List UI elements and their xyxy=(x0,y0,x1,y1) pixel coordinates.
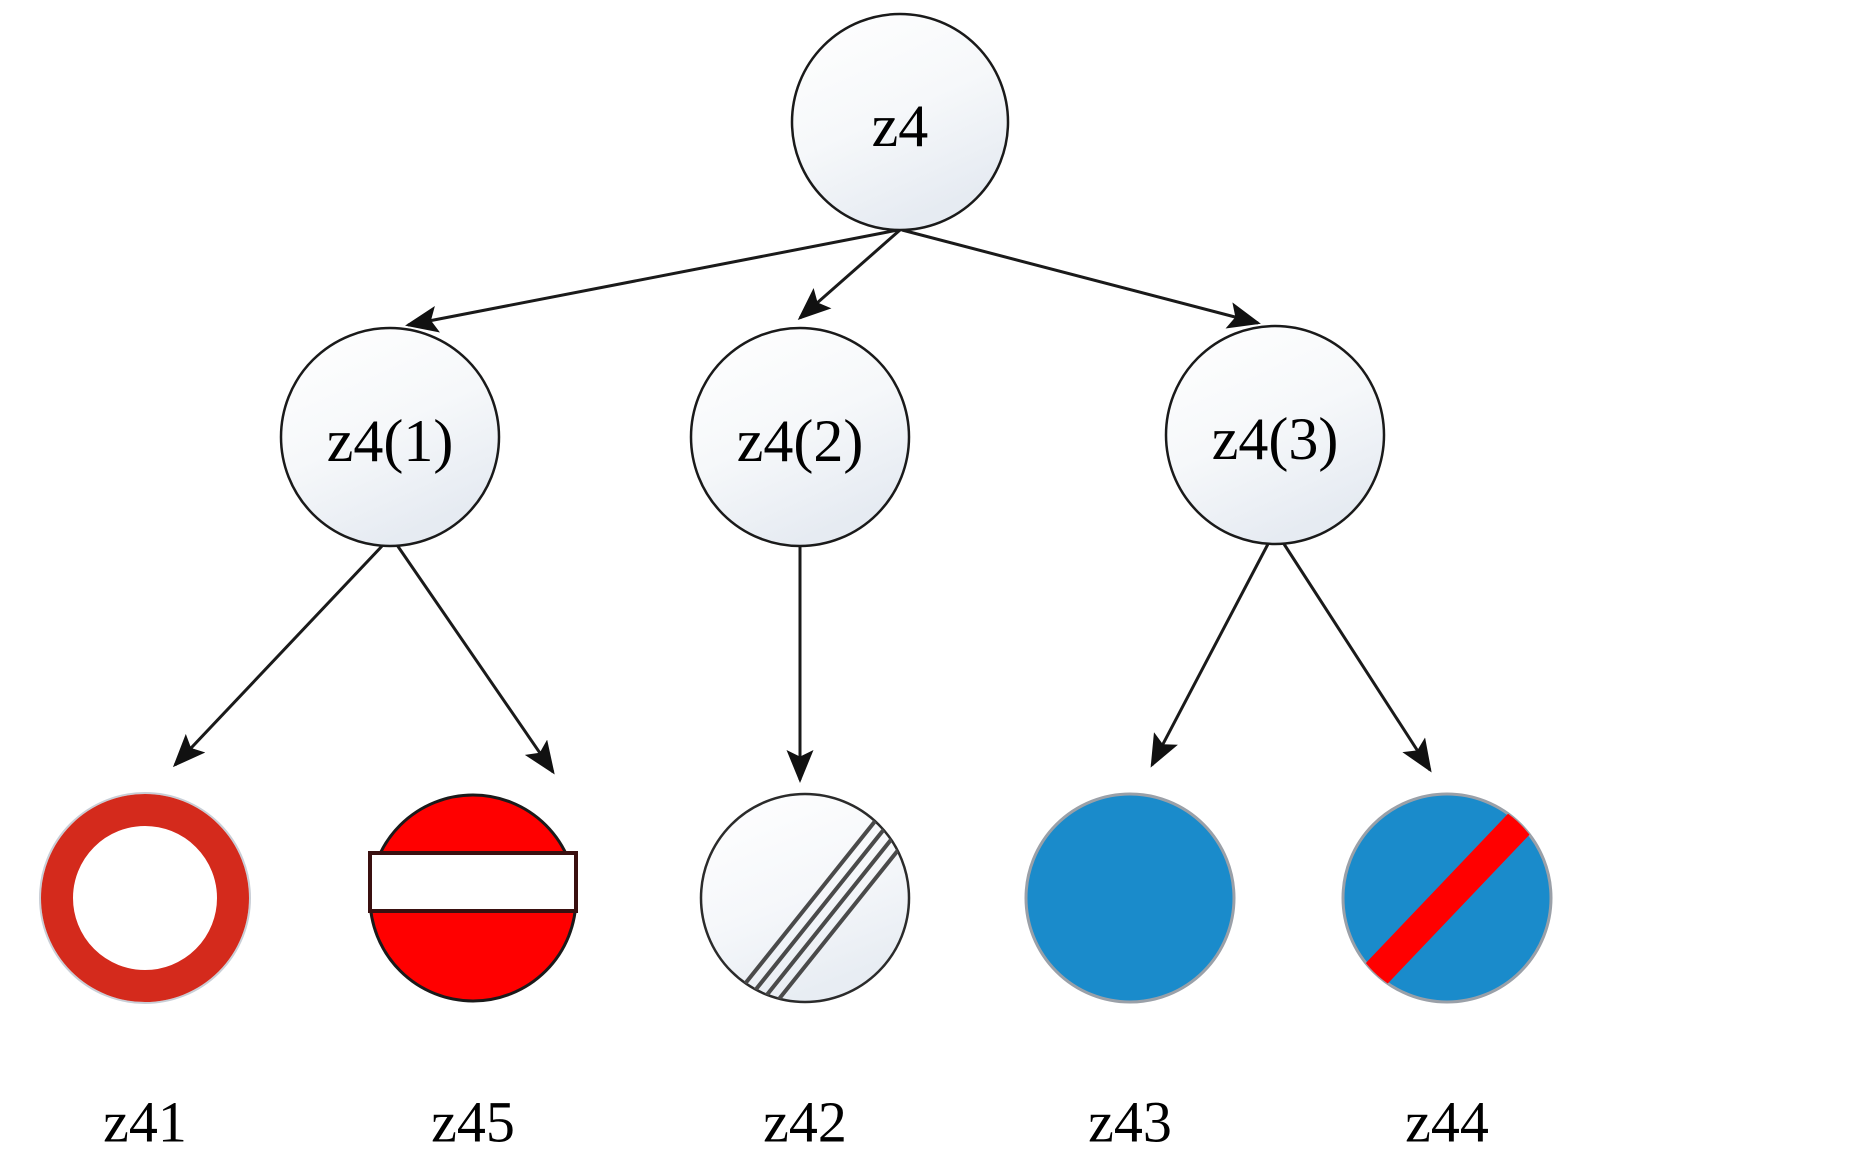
edge-z4-3-to-z43 xyxy=(1150,543,1270,768)
edge-z4-3-to-z44 xyxy=(1282,543,1432,773)
node-z4-1[interactable]: z4(1) xyxy=(279,326,501,548)
node-z4-3[interactable]: z4(3) xyxy=(1164,324,1386,546)
node-z4-2-circle[interactable] xyxy=(689,326,911,548)
edge-group-root xyxy=(405,228,1261,333)
node-z43-sign[interactable] xyxy=(1024,792,1236,1004)
node-z45-sign[interactable] xyxy=(368,793,578,1003)
no-entry-bar xyxy=(368,851,578,913)
edge-z4-1-to-z41 xyxy=(172,543,385,768)
node-z44-sign[interactable] xyxy=(1341,792,1553,1004)
node-z42-sign[interactable] xyxy=(699,790,939,1019)
node-z4-3-label: z4(3) xyxy=(1212,406,1339,472)
blue-disc-icon xyxy=(1024,792,1236,1004)
leaf-label-z41: z41 xyxy=(103,1090,187,1155)
node-z4-3-circle[interactable] xyxy=(1164,324,1386,546)
node-z4-1-circle[interactable] xyxy=(279,326,501,548)
edge-z4-to-z4-1 xyxy=(405,228,899,333)
node-z4-1-label: z4(1) xyxy=(327,408,454,474)
leaf-label-z44: z44 xyxy=(1405,1090,1489,1155)
edge-z4-1-to-z45 xyxy=(395,544,555,775)
node-z4[interactable]: z4 xyxy=(790,12,1010,232)
node-z4-circle[interactable] xyxy=(790,12,1010,232)
node-z4-label: z4 xyxy=(872,93,929,159)
leaf-label-z42: z42 xyxy=(763,1090,847,1155)
no-vehicles-icon xyxy=(41,794,249,1002)
red-diagonal-stripe-icon xyxy=(1363,810,1533,987)
leaf-label-z43: z43 xyxy=(1088,1090,1172,1155)
edge-z4-to-z4-2 xyxy=(797,228,901,320)
edge-group-level2 xyxy=(172,543,1432,783)
node-z4-2[interactable]: z4(2) xyxy=(689,326,911,548)
node-z4-2-label: z4(2) xyxy=(737,408,864,474)
node-z41-sign[interactable] xyxy=(39,792,251,1004)
leaf-label-z45: z45 xyxy=(431,1090,515,1155)
z42-sign-face xyxy=(699,792,911,1004)
edge-z4-to-z4-3 xyxy=(901,228,1261,329)
